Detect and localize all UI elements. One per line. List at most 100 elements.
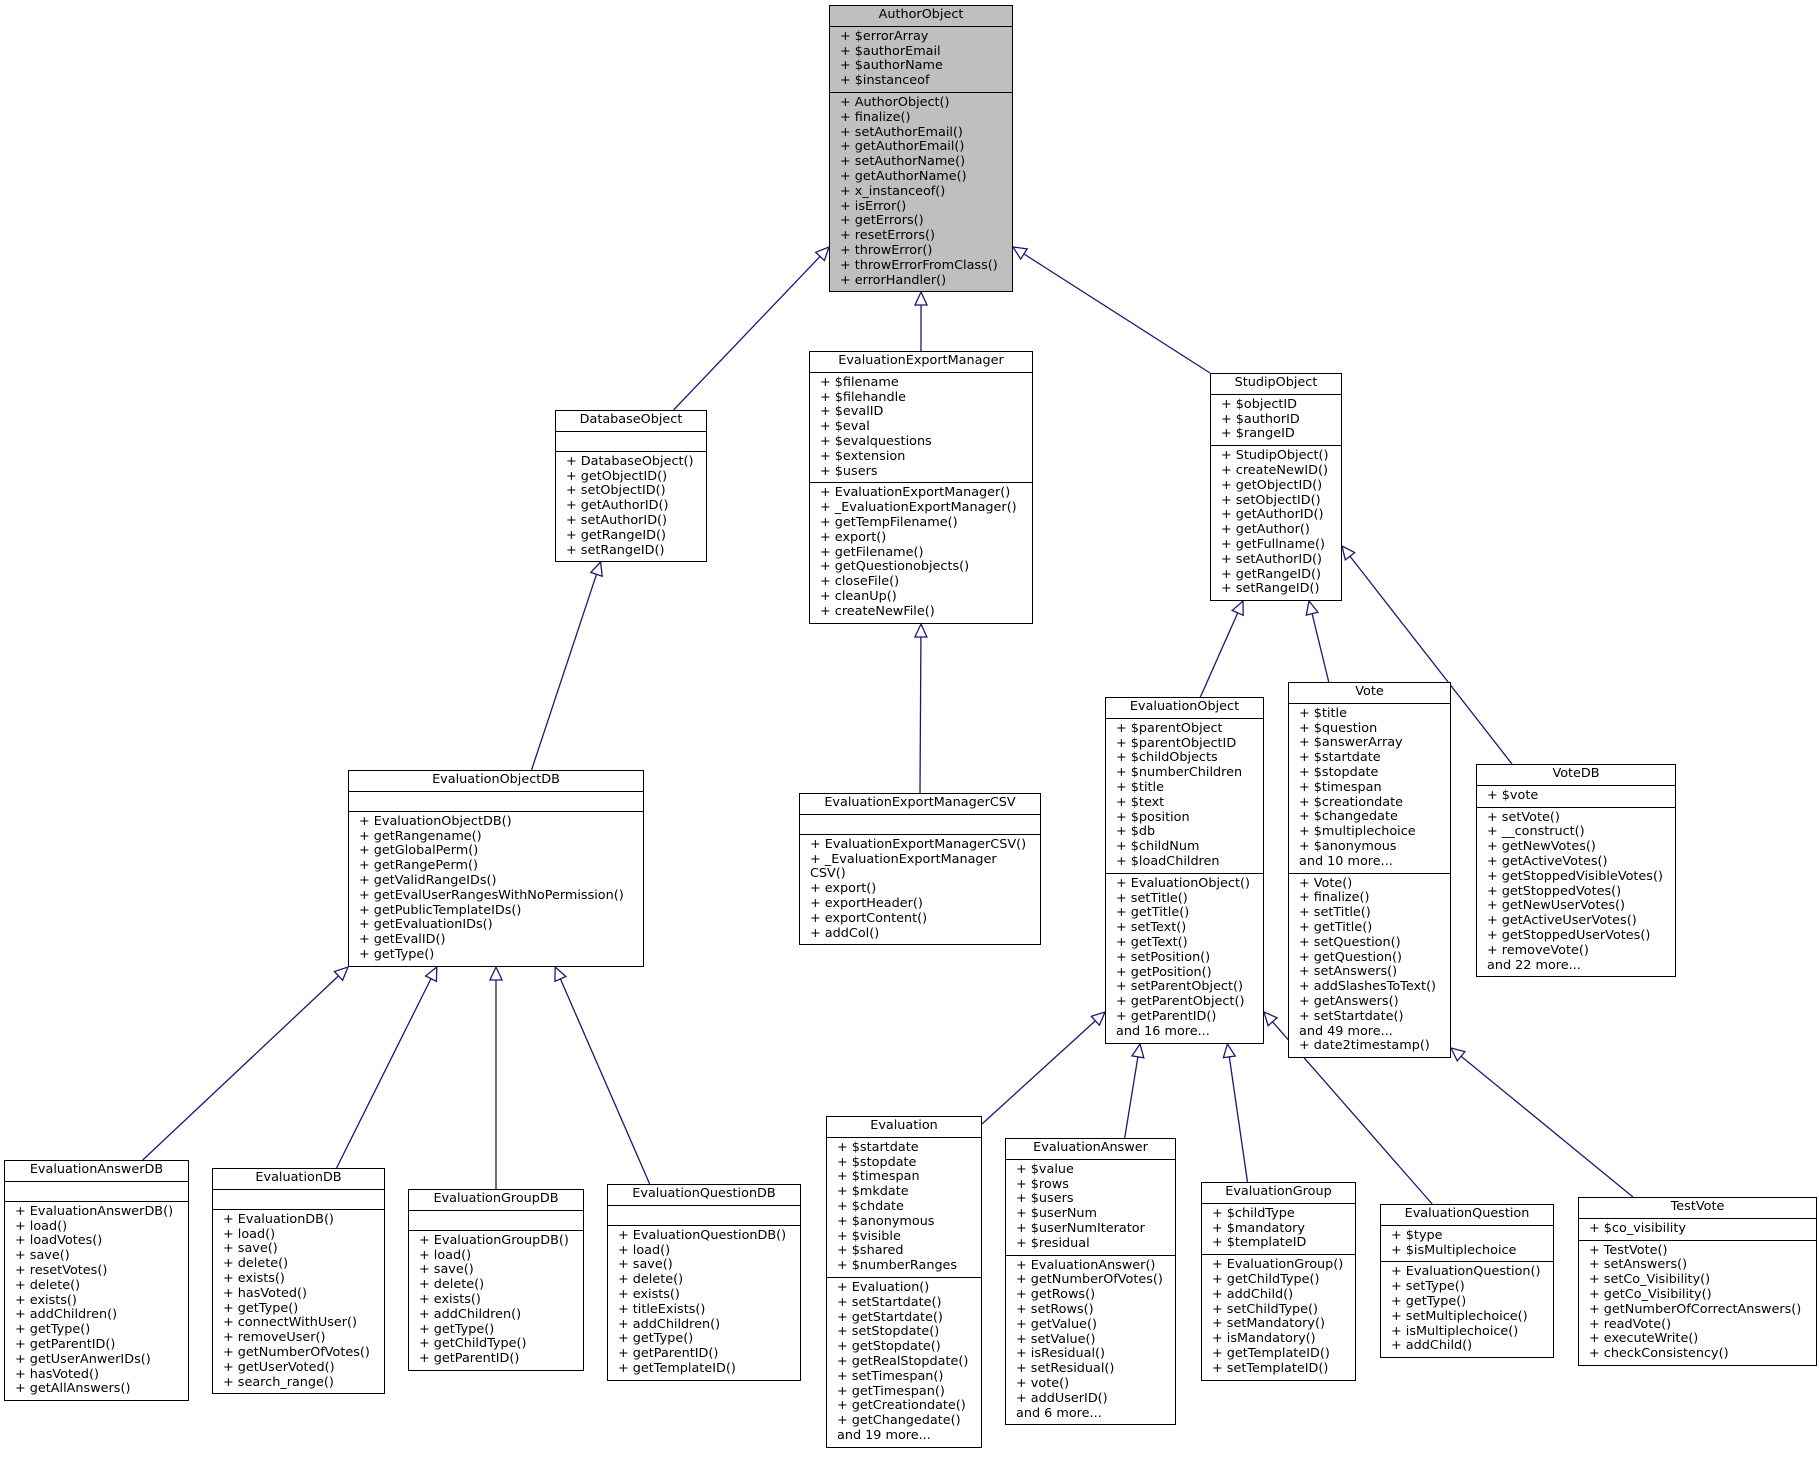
inheritance-edge	[1023, 253, 1211, 374]
inheritance-arrowhead	[913, 290, 929, 306]
class-attributes: + $co_visibility	[1579, 1219, 1816, 1241]
operation: CSV()	[810, 866, 846, 882]
operation: + addChildren()	[618, 1316, 721, 1332]
class-box: EvaluationDB+ EvaluationDB()+ load()+ sa…	[212, 1168, 385, 1395]
class-box: Vote+ $title+ $question+ $answerArray+ $…	[1288, 682, 1451, 1059]
operation: + finalize()	[1299, 890, 1370, 906]
inheritance-edge	[1311, 613, 1330, 683]
operation: + getFullname()	[1221, 536, 1325, 552]
attribute: + $evalquestions	[820, 433, 932, 449]
class-attributes: + $title+ $question+ $answerArray+ $star…	[1289, 704, 1450, 874]
operation: + getType()	[359, 946, 435, 962]
class-attributes: + $value+ $rows+ $users+ $userNum+ $user…	[1006, 1160, 1175, 1256]
operation: + getUserVoted()	[223, 1359, 335, 1375]
class-box: StudipObject+ $objectID+ $authorID+ $ran…	[1210, 373, 1342, 602]
operation: + getStopdate()	[837, 1339, 941, 1355]
operation: + setRows()	[1016, 1301, 1094, 1317]
attribute: + $title	[1299, 705, 1347, 721]
operation: + setAuthorEmail()	[840, 124, 963, 140]
class-box: EvaluationExportManager+ $filename+ $fil…	[809, 351, 1033, 624]
class-operations: + EvaluationDB()+ load()+ save()+ delete…	[213, 1210, 384, 1394]
operation: + getTitle()	[1116, 905, 1190, 921]
class-operations: + Vote()+ finalize()+ setTitle()+ getTit…	[1289, 874, 1450, 1058]
operation: + save()	[223, 1241, 278, 1257]
operation: + isError()	[840, 198, 907, 214]
class-attributes	[556, 432, 706, 452]
operation: + save()	[419, 1262, 474, 1278]
operation: + getParentID()	[618, 1346, 719, 1362]
inheritance-edge	[1228, 1056, 1249, 1183]
attribute: + $eval	[820, 419, 870, 435]
attribute: + $rangeID	[1221, 426, 1295, 442]
inheritance-arrowhead	[554, 965, 568, 983]
operation: + getNumberOfVotes()	[1016, 1272, 1163, 1288]
operation: + getActiveUserVotes()	[1487, 913, 1637, 929]
class-name: EvaluationQuestionDB	[608, 1185, 800, 1206]
operation: + EvaluationExportManager()	[820, 485, 1011, 501]
class-box: EvaluationObject+ $parentObject+ $parent…	[1105, 697, 1264, 1044]
operation: + getValue()	[1016, 1316, 1097, 1332]
operation: + executeWrite()	[1589, 1331, 1699, 1347]
class-name: EvaluationGroupDB	[409, 1190, 583, 1211]
class-name: StudipObject	[1211, 374, 1341, 395]
class-operations: + Evaluation()+ setStartdate()+ getStart…	[827, 1278, 981, 1447]
attribute: + $mkdate	[837, 1184, 909, 1200]
inheritance-arrowhead	[1222, 1042, 1237, 1059]
attribute: + $filename	[820, 374, 899, 390]
attribute: + $objectID	[1221, 396, 1297, 412]
operation: + load()	[15, 1218, 68, 1234]
operation: + getGlobalPerm()	[359, 843, 479, 859]
attribute: + $residual	[1016, 1235, 1090, 1251]
operation: + setTitle()	[1116, 890, 1188, 906]
class-box: EvaluationQuestion+ $type+ $isMultiplech…	[1380, 1204, 1554, 1359]
operation: + readVote()	[1589, 1316, 1672, 1332]
operation: + getCo_Visibility()	[1589, 1286, 1712, 1302]
operation: + setObjectID()	[1221, 492, 1321, 508]
operation: + EvaluationObjectDB()	[359, 813, 512, 829]
attribute: + $chdate	[837, 1198, 904, 1214]
class-operations: + EvaluationAnswer()+ getNumberOfVotes()…	[1006, 1256, 1175, 1425]
operation: + getAuthorName()	[840, 168, 967, 184]
inheritance-arrowhead	[424, 965, 438, 983]
attribute: + $parentObject	[1116, 720, 1223, 736]
inheritance-edge	[142, 975, 339, 1161]
operation: + setStartdate()	[837, 1294, 942, 1310]
operation: + getNewUserVotes()	[1487, 898, 1626, 914]
inheritance-edge	[559, 978, 651, 1185]
operation: + setVote()	[1487, 809, 1560, 825]
operation: + getParentID()	[419, 1351, 520, 1367]
operation: + EvaluationQuestionDB()	[618, 1227, 787, 1243]
operation: + getEvalID()	[359, 932, 446, 948]
operation: + hasVoted()	[15, 1366, 99, 1382]
class-name: EvaluationQuestion	[1381, 1205, 1553, 1226]
inheritance-arrowhead	[814, 245, 831, 262]
operation: + getChangedate()	[837, 1413, 961, 1429]
operation: + getAuthorID()	[1221, 507, 1324, 523]
operation: + hasVoted()	[223, 1285, 307, 1301]
attribute: + $isMultiplechoice	[1391, 1242, 1517, 1258]
operation: + setRangeID()	[1221, 581, 1320, 597]
attribute: + $visible	[837, 1228, 901, 1244]
operation: + getRealStopdate()	[837, 1353, 969, 1369]
attribute: + $stopdate	[837, 1154, 917, 1170]
operation: + getNumberOfVotes()	[223, 1344, 370, 1360]
operation: + getType()	[618, 1331, 694, 1347]
class-operations: + AuthorObject()+ finalize()+ setAuthorE…	[830, 93, 1012, 291]
attribute: + $anonymous	[1299, 838, 1397, 854]
attribute: + $users	[820, 463, 878, 479]
class-attributes: + $objectID+ $authorID+ $rangeID	[1211, 395, 1341, 447]
operation: and 16 more...	[1116, 1023, 1210, 1039]
operation: + getFilename()	[820, 544, 924, 560]
attribute: + $multiplechoice	[1299, 824, 1416, 840]
operation: + setAnswers()	[1589, 1257, 1688, 1273]
operation: + addCol()	[810, 925, 880, 941]
operation: + getParentObject()	[1116, 994, 1245, 1010]
class-box: DatabaseObject+ DatabaseObject()+ getObj…	[555, 410, 707, 563]
inheritance-arrowhead	[1130, 1042, 1145, 1059]
class-box: Evaluation+ $startdate+ $stopdate+ $time…	[826, 1116, 982, 1448]
class-operations: + EvaluationGroup()+ getChildType()+ add…	[1202, 1255, 1355, 1379]
attribute: + $shared	[837, 1243, 904, 1259]
class-attributes: + $errorArray+ $authorEmail+ $authorName…	[830, 27, 1012, 93]
operation: + getPosition()	[1116, 964, 1212, 980]
